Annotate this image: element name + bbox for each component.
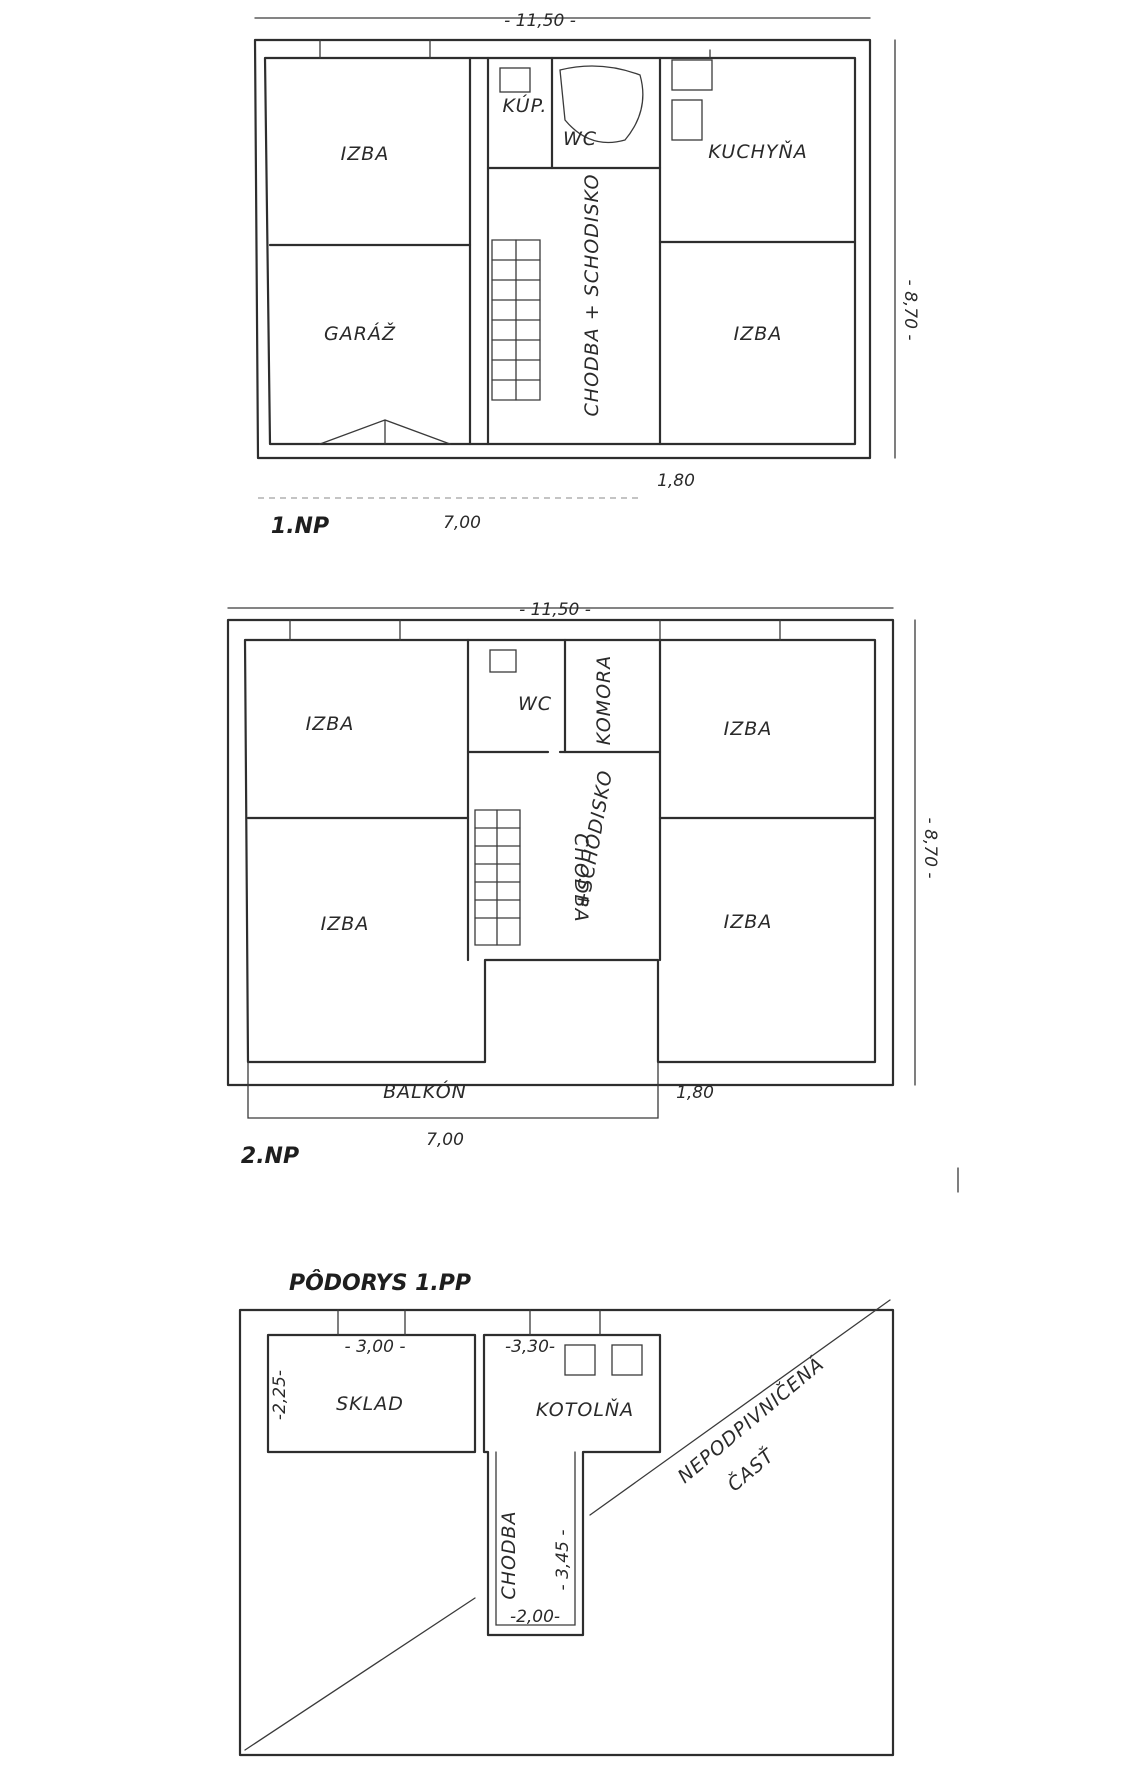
stove-icon xyxy=(671,59,713,91)
room-izba-right-1np: IZBA xyxy=(734,323,783,345)
dim-bottom-right-2np: 1,80 xyxy=(676,1083,714,1103)
dim-chodba-width: -2,00- xyxy=(510,1607,560,1627)
dim-side-1np: - 8,70 - xyxy=(900,280,920,341)
dim-sklad-width: - 3,00 - xyxy=(345,1337,406,1357)
window-marks-2np xyxy=(289,619,781,641)
dim-top-1np: - 11,50 - xyxy=(504,11,576,31)
room-kuchyna-1np: KUCHYŇA xyxy=(708,140,807,163)
room-balkon-2np: BALKÓN xyxy=(383,1079,467,1103)
room-izba-top-left-2np: IZBA xyxy=(306,713,355,735)
dim-chodba-length: - 3,45 - xyxy=(553,1530,573,1591)
room-chodba-1pp: CHODBA xyxy=(498,1510,520,1599)
diagonal-lower-1pp xyxy=(244,1597,476,1751)
tank-icon xyxy=(611,1344,643,1376)
dim-side-2np: - 8,70 - xyxy=(920,818,940,879)
room-sklad-1pp: SKLAD xyxy=(336,1393,404,1415)
dim-kotolna-width: -3,30- xyxy=(505,1337,555,1357)
floor-label-2np: 2.NP xyxy=(241,1144,299,1169)
room-izba-bottom-left-2np: IZBA xyxy=(321,913,370,935)
garage-door-icon xyxy=(319,419,451,445)
room-wc-2np: WC xyxy=(518,693,552,715)
room-garaz-1np: GARÁŽ xyxy=(324,322,396,345)
room-chodba-2np: CHODBA xyxy=(570,833,592,922)
room-kup-1np: KÚP. xyxy=(503,93,548,117)
room-chodba-1np: CHODBA + SCHODISKO xyxy=(581,174,603,417)
floor-plan-1pp: PÔDORYS 1.PP SKLAD KOTOLŇA CHODBA NEPODP… xyxy=(238,1270,895,1757)
room-izba-top-left-1np: IZBA xyxy=(341,143,390,165)
balcony-outline-2np xyxy=(247,1061,659,1119)
room-izba-top-right-2np: IZBA xyxy=(724,718,773,740)
boiler-icon xyxy=(564,1344,596,1376)
stairs-1np xyxy=(491,239,541,401)
floor-plan-1np: - 11,50 - - 8,70 - 7,00 1,80 IZBA GARÁŽ … xyxy=(253,11,920,539)
outer-wall-1np xyxy=(253,38,872,460)
window-marks-1pp xyxy=(337,1309,601,1336)
inner-wall-2np xyxy=(243,638,877,1064)
stairs-2np xyxy=(474,809,521,946)
bathtub-icon xyxy=(559,65,644,144)
outer-wall-2np xyxy=(226,618,895,1087)
floor-label-1np: 1.NP xyxy=(271,514,329,539)
toilet-icon xyxy=(499,67,531,93)
corridor-inner-1pp xyxy=(495,1451,576,1626)
diagonal-upper-1pp xyxy=(589,1299,891,1516)
room-wc-1np: WC xyxy=(563,128,597,150)
window-marks-1np xyxy=(319,39,711,59)
sink-icon xyxy=(671,99,703,141)
room-izba-bottom-right-2np: IZBA xyxy=(724,911,773,933)
room-kotolna-outline xyxy=(482,1333,662,1637)
dim-top-2np: - 11,50 - xyxy=(519,600,591,620)
inner-outer-wall-1np xyxy=(263,56,857,446)
floor-plan-2np: - 11,50 - - 8,70 - 7,00 1,80 IZBA IZBA W… xyxy=(226,600,940,1169)
dim-sklad-height: -2,25- xyxy=(270,1370,290,1420)
room-kotolna-1pp: KOTOLŇA xyxy=(536,1398,634,1421)
room-sklad-outline xyxy=(266,1333,477,1454)
toilet-icon-2np xyxy=(489,649,517,673)
dim-bottom-right-1np: 1,80 xyxy=(657,471,695,491)
dim-bottom-left-1np: 7,00 xyxy=(443,513,481,533)
dim-bottom-left-2np: 7,00 xyxy=(426,1130,464,1150)
title-podorys-1pp: PÔDORYS 1.PP xyxy=(289,1270,471,1296)
room-komora-2np: KOMORA xyxy=(593,655,615,745)
outer-wall-1pp xyxy=(238,1308,895,1757)
